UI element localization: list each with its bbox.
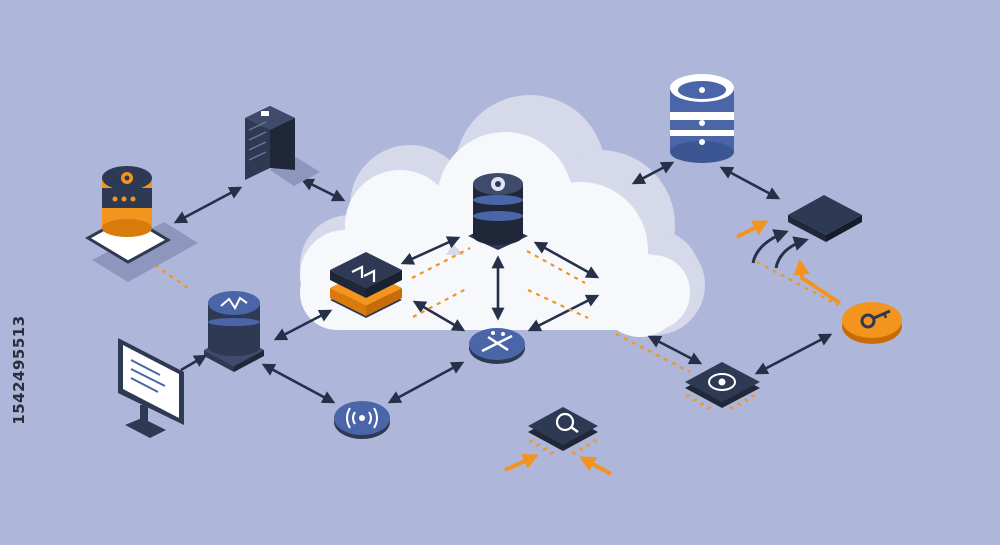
flat-device-icon xyxy=(788,195,862,242)
orange-arrows xyxy=(504,220,842,476)
cloud-database-gear-icon xyxy=(468,173,528,250)
connector-clouddb-right xyxy=(533,241,600,279)
connector-monitor-dbnode xyxy=(180,354,208,372)
server-tower-icon xyxy=(245,106,320,186)
orange-database-gear-icon xyxy=(84,166,198,282)
connector-dbnode-cloud xyxy=(273,309,333,341)
network-switch-icon xyxy=(330,252,402,318)
connector-cloud-camchip xyxy=(647,335,703,365)
stock-id-text: 1542495513 xyxy=(10,315,28,425)
connector-hub-router xyxy=(387,361,465,404)
search-chip-icon xyxy=(528,407,598,455)
camera-chip-icon xyxy=(685,362,760,410)
connector-dbnode-hub xyxy=(261,363,336,404)
connector-router-right xyxy=(527,294,600,332)
orange-disk-icon xyxy=(842,302,902,344)
connector-switch-clouddb xyxy=(400,236,461,265)
blue-database-stack-icon xyxy=(670,74,734,163)
connector-db-server xyxy=(173,186,243,224)
connector-switch-router xyxy=(412,300,466,332)
cloud-router-icon xyxy=(469,328,525,364)
blue-database-node-icon xyxy=(204,291,264,372)
connector-camchip-disk xyxy=(754,333,833,375)
connections xyxy=(173,161,833,404)
dashed-links xyxy=(154,247,839,373)
computer-monitor-icon xyxy=(118,338,184,438)
connector-bluedb-device xyxy=(719,166,781,200)
wireless-hub-icon xyxy=(334,401,390,439)
connector-cloud-bluedb xyxy=(631,161,675,185)
connector-server-cloud xyxy=(300,178,346,202)
stock-id-label: 1542495513 xyxy=(2,300,36,440)
